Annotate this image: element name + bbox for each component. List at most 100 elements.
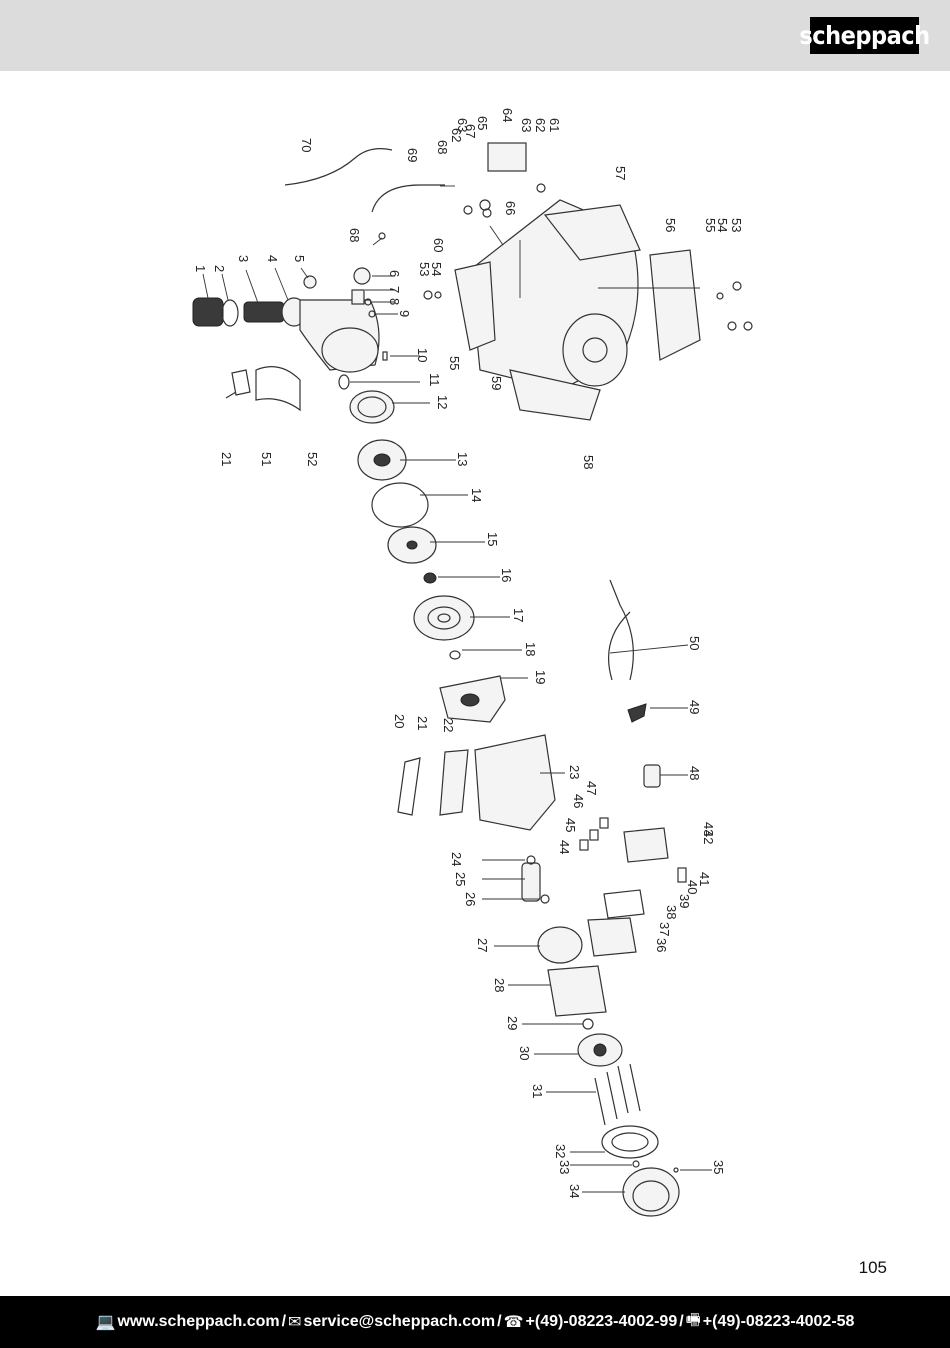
part-50-cable: [609, 579, 634, 681]
callout-45: 45: [563, 818, 578, 832]
part-16-seal: [423, 572, 437, 584]
callout-4: 4: [265, 255, 280, 262]
part-60-bracket: [454, 261, 496, 351]
callout-33: 33: [557, 1160, 572, 1174]
part-24-bearing: [526, 855, 536, 865]
callout-41: 41: [697, 872, 712, 886]
callout-10: 10: [415, 348, 430, 362]
callout-29: 29: [505, 1016, 520, 1030]
website-link[interactable]: www.scheppach.com: [117, 1313, 280, 1330]
callout-32: 32: [553, 1144, 568, 1158]
mail-icon: ✉: [288, 1314, 302, 1331]
callout-61: 61: [547, 118, 562, 132]
callout-16: 16: [499, 568, 514, 582]
part-18-washer: [449, 650, 461, 660]
callout-13: 13: [455, 452, 470, 466]
footer-separator: /: [679, 1313, 684, 1330]
callout-57: 57: [613, 166, 628, 180]
callout-43: 43: [701, 822, 716, 836]
callout-64: 64: [500, 108, 515, 122]
footer-separator: /: [497, 1313, 502, 1330]
callout-51: 51: [259, 452, 274, 466]
callout-5: 5: [292, 255, 307, 262]
callout-63-left: 63: [455, 118, 470, 132]
callout-56: 56: [663, 218, 678, 232]
callout-39: 39: [677, 894, 692, 908]
part-23-housing: [474, 734, 556, 831]
callout-66: 66: [503, 201, 518, 215]
part-3-filter: [243, 301, 285, 323]
part-56-foot: [649, 249, 701, 361]
callout-55-left: 55: [447, 356, 462, 370]
callout-3: 3: [236, 255, 251, 262]
part-35-screw: [673, 1167, 679, 1173]
callout-37: 37: [657, 922, 672, 936]
part-51-clip: [231, 369, 251, 396]
callout-38: 38: [664, 905, 679, 919]
part-52-band: [255, 366, 301, 412]
callout-46: 46: [571, 794, 586, 808]
callout-15: 15: [485, 532, 500, 546]
part-25-rotor: [521, 862, 541, 902]
callout-22: 22: [441, 718, 456, 732]
exploded-parts-diagram: 1 2 3 4 5 6 7 8 9 10 11 12 13 14 15 16 1…: [0, 71, 950, 1296]
page-header: scheppach: [0, 0, 950, 71]
callout-44: 44: [557, 840, 572, 854]
leader-lines: [202, 185, 712, 1193]
callout-9: 9: [397, 310, 412, 317]
part-42-cover: [623, 827, 669, 863]
part-27-stator: [537, 926, 583, 964]
callout-69: 69: [405, 148, 420, 162]
callout-62-right: 62: [533, 118, 548, 132]
callout-21-upper: 21: [415, 716, 430, 730]
part-49-switch: [627, 703, 647, 723]
part-31-screws: [594, 1063, 641, 1126]
tank-end: [562, 313, 628, 387]
callout-35: 35: [711, 1160, 726, 1174]
callout-labels: 1 2 3 4 5 6 7 8 9 10 11 12 13 14 15 16 1…: [193, 108, 744, 1198]
fax-number: +(49)-08223-4002-58: [702, 1313, 855, 1330]
part-11-oring: [338, 374, 350, 390]
part-70-cable: [284, 148, 393, 186]
pump-front-group: [192, 267, 506, 723]
callout-58: 58: [581, 455, 596, 469]
fax-icon: 🖷: [685, 1311, 701, 1329]
part-21-screw: [225, 391, 237, 399]
part-41-gland: [677, 867, 687, 883]
part-20-cover: [397, 757, 421, 816]
tank-group: [284, 142, 753, 421]
email-link[interactable]: service@scheppach.com: [303, 1313, 496, 1330]
part-64-switch: [487, 142, 527, 172]
footer-separator: /: [281, 1313, 287, 1330]
part-26-bearing: [540, 894, 550, 904]
callout-60: 60: [431, 238, 446, 252]
callout-28: 28: [492, 978, 507, 992]
callout-23: 23: [567, 765, 582, 779]
callout-36: 36: [654, 938, 669, 952]
callout-19: 19: [533, 670, 548, 684]
callout-8: 8: [387, 298, 402, 305]
callout-52: 52: [305, 452, 320, 466]
callout-65: 65: [475, 116, 490, 130]
phone-icon: ☎: [503, 1314, 524, 1331]
callout-12: 12: [435, 395, 450, 409]
callout-54-left: 54: [429, 262, 444, 276]
callout-53-left: 53: [417, 262, 432, 276]
callout-62-left: 62: [449, 128, 464, 142]
page-number: 105: [858, 1258, 887, 1277]
callout-55-right: 55: [703, 218, 718, 232]
scheppach-logo: scheppach: [799, 17, 930, 54]
callout-49: 49: [687, 700, 702, 714]
callout-26: 26: [463, 892, 478, 906]
callout-27: 27: [475, 938, 490, 952]
part-57-handle: [543, 204, 641, 261]
callout-21-lower: 21: [219, 452, 234, 466]
part-7-fitting: [351, 289, 365, 305]
part-36-terminal-box: [587, 917, 637, 957]
exploded-view-svg: 1 2 3 4 5 6 7 8 9 10 11 12 13 14 15 16 1…: [192, 108, 753, 1217]
pump-head-front: [321, 327, 379, 373]
computer-icon: 💻: [95, 1314, 116, 1331]
part-5-plug: [303, 275, 317, 289]
contact-footer: 💻 www.scheppach.com / ✉ service@scheppac…: [0, 1296, 950, 1348]
callout-17: 17: [511, 608, 526, 622]
